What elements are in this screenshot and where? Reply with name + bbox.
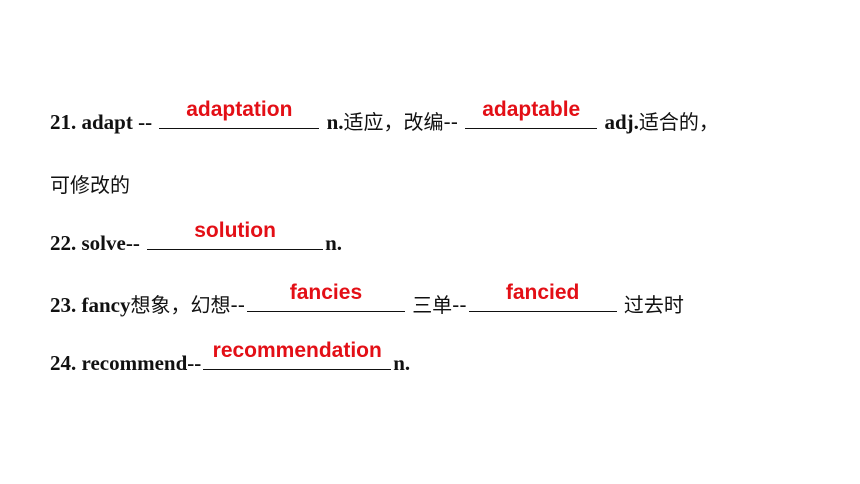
item-22-suffix: n. (325, 231, 343, 255)
item-21-answer-2: adaptable (482, 98, 581, 121)
item-21-continuation: 可修改的 (50, 173, 130, 197)
item-22-answer-1: solution (194, 219, 276, 242)
item-23-prefix: 23. fancy (50, 293, 131, 317)
item-23-blank-2[interactable]: fancied (468, 281, 617, 312)
item-22: 22. solve-- solution n. (50, 219, 343, 256)
item-22-prefix: 22. solve-- (50, 231, 140, 255)
item-21-suffix-zh: 适合的， (638, 110, 719, 134)
item-24-answer-1: recommendation (212, 339, 382, 362)
item-22-blank-1[interactable]: solution (147, 219, 324, 250)
item-21-suffix: adj. (604, 110, 639, 134)
item-24-suffix: n. (393, 351, 411, 375)
item-23-middle-zh: 三单-- (412, 293, 467, 317)
item-21-blank-1[interactable]: adaptation (159, 98, 320, 129)
item-23-blank-1[interactable]: fancies (246, 281, 405, 312)
item-21-middle-zh: 适应，改编-- (343, 110, 458, 134)
item-23: 23. fancy想象，幻想-- fancies 三单-- fancied 过去… (50, 281, 684, 318)
item-23-answer-2: fancied (505, 281, 580, 304)
item-23-suffix-zh: 过去时 (623, 293, 684, 317)
item-24: 24. recommend-- recommendation n. (50, 339, 411, 376)
item-21: 21. adapt -- adaptation n.适应，改编-- adapta… (50, 98, 719, 135)
item-21-blank-2[interactable]: adaptable (465, 98, 598, 129)
item-24-prefix: 24. recommend-- (50, 351, 202, 375)
item-24-blank-1[interactable]: recommendation (203, 339, 392, 370)
item-23-prefix-zh: 想象，幻想-- (130, 293, 245, 317)
item-23-answer-1: fancies (289, 281, 363, 304)
item-21-answer-1: adaptation (186, 98, 293, 121)
item-21-middle: n. (326, 110, 344, 134)
item-21-prefix: 21. adapt -- (50, 110, 153, 134)
